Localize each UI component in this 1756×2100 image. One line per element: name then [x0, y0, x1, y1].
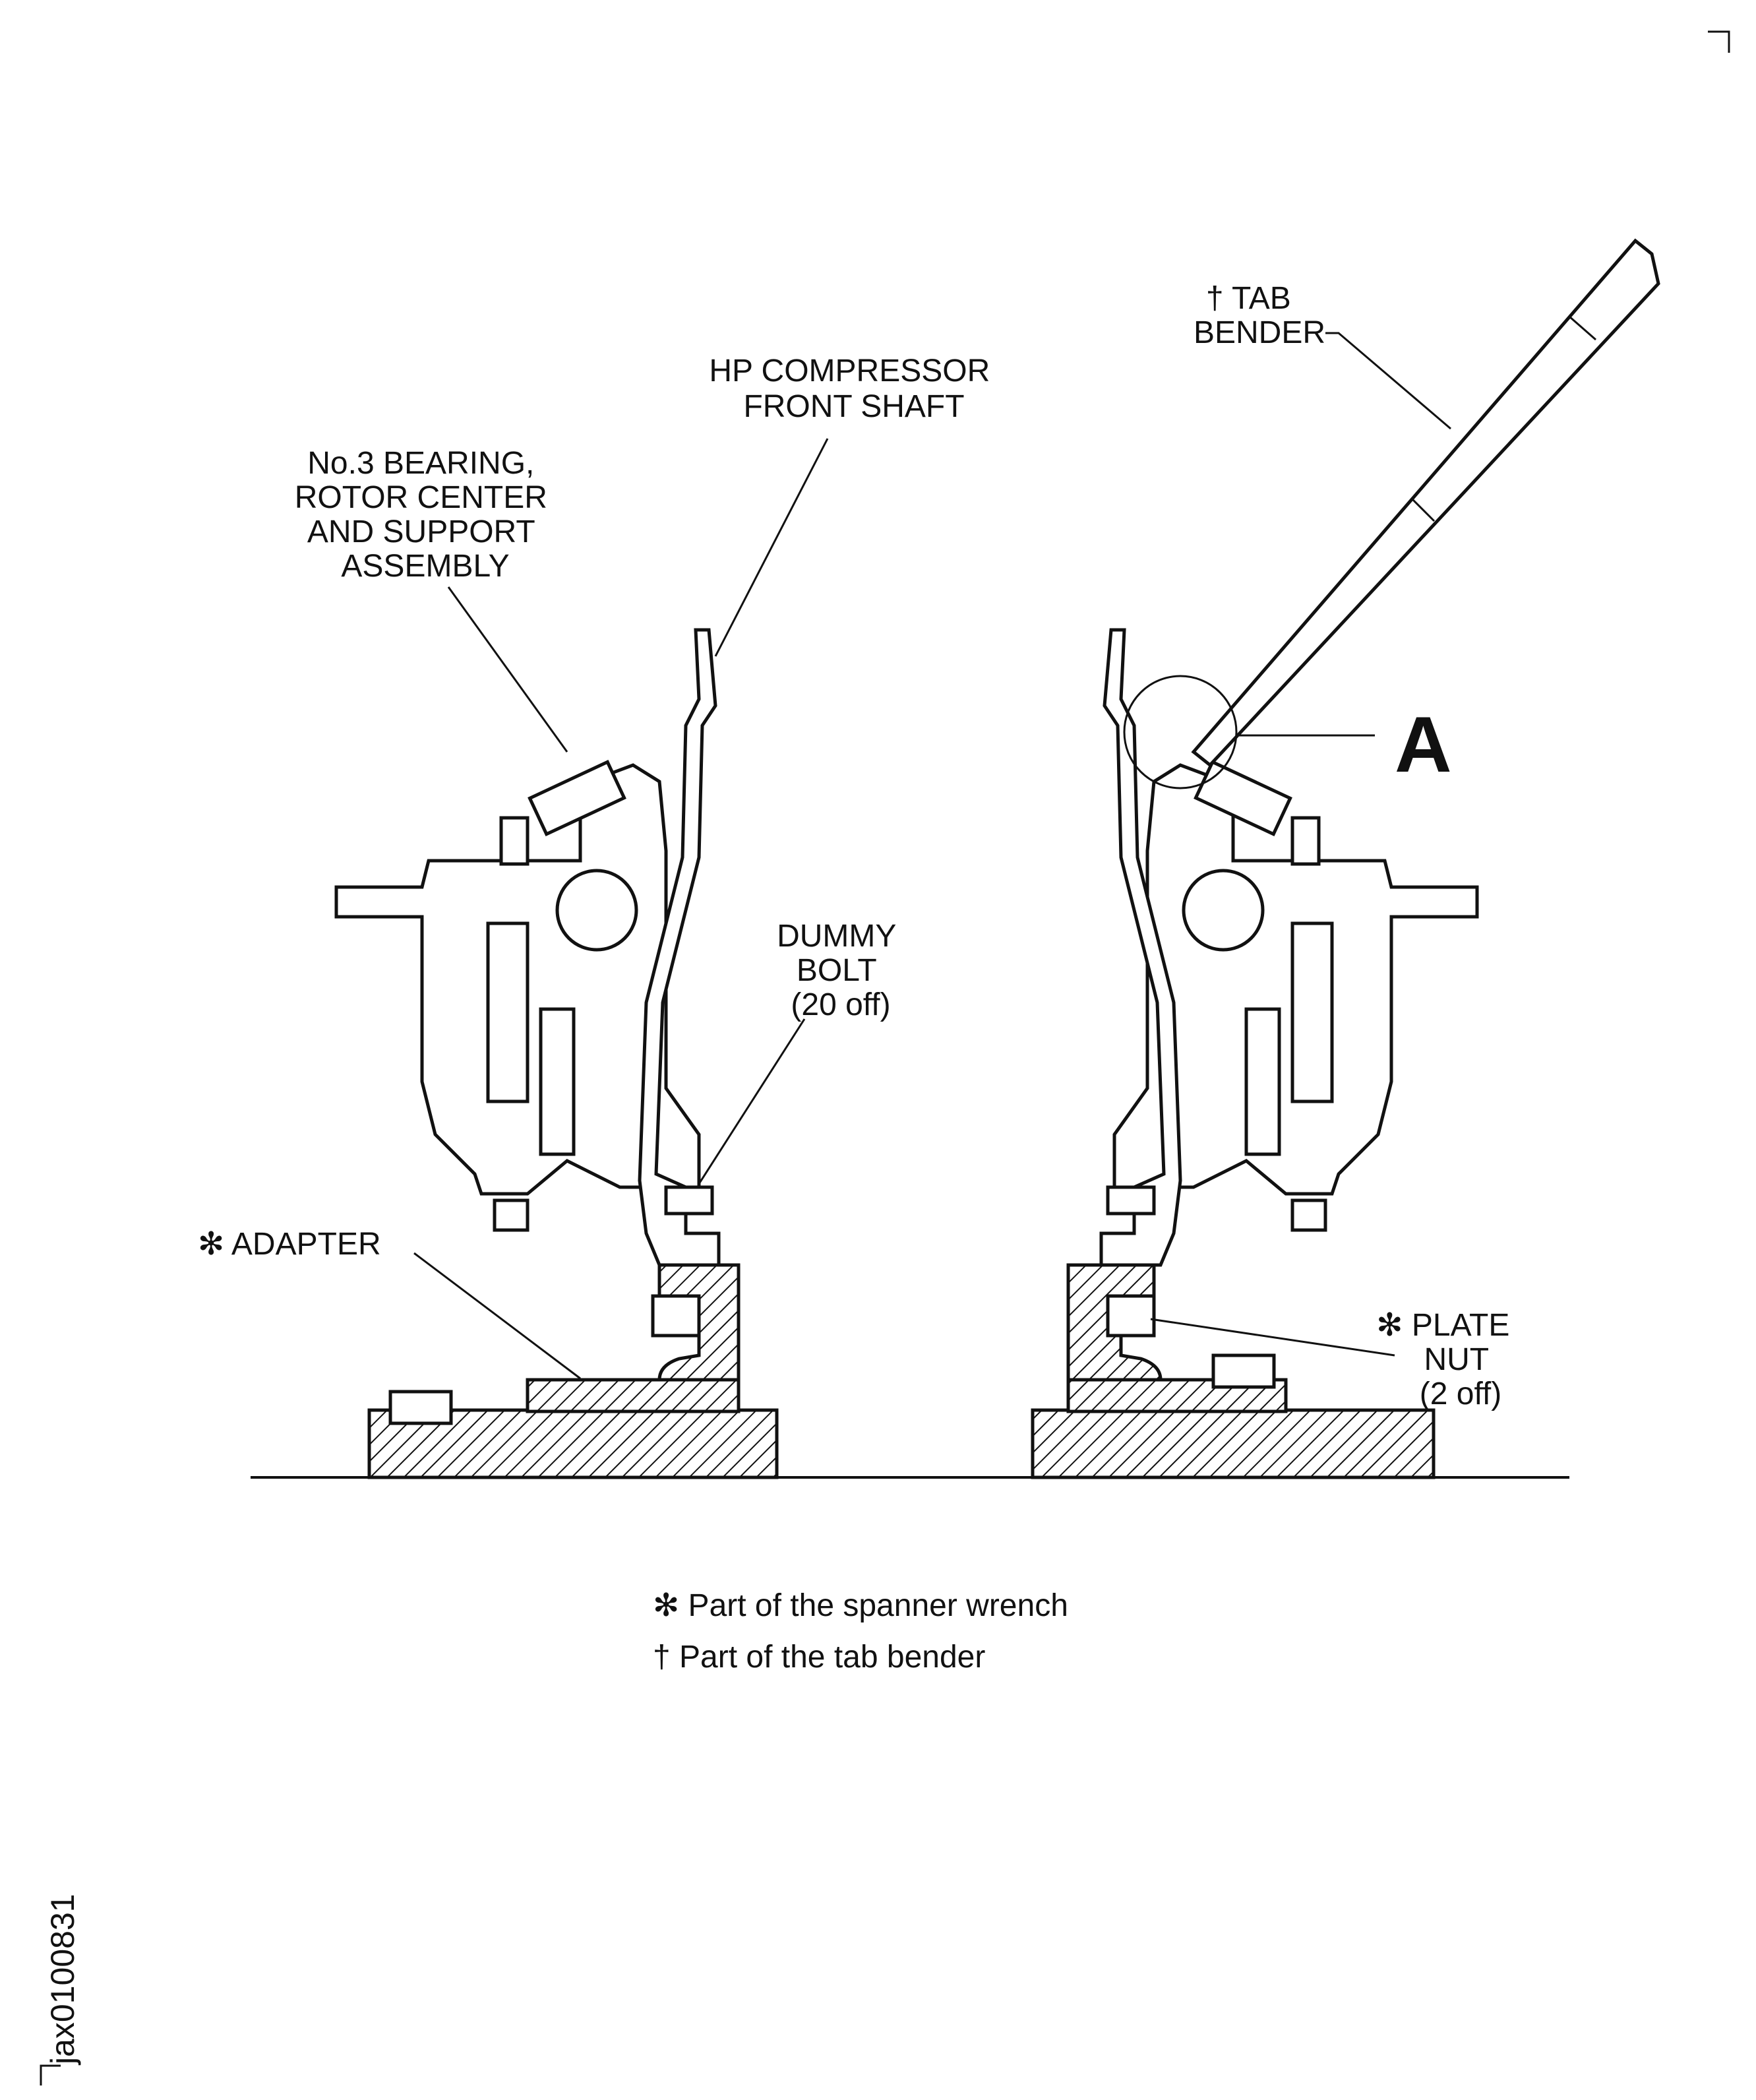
- label-dummy-bolt: DUMMY BOLT (20 off): [777, 919, 905, 1022]
- leader-hp-shaft: [714, 438, 829, 657]
- left-low-bolt: [493, 1198, 530, 1232]
- right-inner-web: [1290, 921, 1334, 1103]
- tab-bender-tool: [1191, 238, 1660, 768]
- label-adapter: ✻ ADAPTER: [198, 1227, 381, 1262]
- legend-tab-bender: † Part of the tab bender: [653, 1640, 985, 1675]
- leader-adapter: [413, 1252, 581, 1380]
- corner-mark-bottom-left: [40, 2064, 61, 2085]
- left-base-bolt: [388, 1390, 453, 1425]
- left-shaft: [638, 628, 721, 1267]
- left-bolt-column: [539, 1007, 576, 1156]
- leader-tab-bender: [1325, 332, 1451, 430]
- label-bearing: No.3 BEARING, ROTOR CENTER AND SUPPORT A…: [295, 446, 556, 584]
- right-base-bolt: [1211, 1353, 1276, 1389]
- right-base-plate: [1031, 1408, 1436, 1479]
- corner-mark-top-right: [1708, 30, 1730, 53]
- right-shaft: [1099, 628, 1182, 1267]
- left-bearing-ball: [555, 869, 638, 952]
- right-dummy-bolt: [1106, 1185, 1156, 1216]
- left-stud: [499, 816, 530, 866]
- leader-bearing: [447, 586, 568, 753]
- right-low-bolt: [1290, 1198, 1327, 1232]
- detail-a-circle: [1123, 675, 1238, 789]
- right-stud: [1290, 816, 1321, 866]
- leader-dummy-bolt: [698, 1018, 806, 1185]
- leader-plate-nut: [1150, 1318, 1395, 1357]
- left-plate-nut: [651, 1294, 701, 1338]
- left-assembly: [334, 628, 779, 1479]
- left-dummy-bolt: [664, 1185, 714, 1216]
- figure-id: jax0100831: [44, 1894, 81, 2066]
- label-tab-bender: † TAB BENDER: [1194, 281, 1325, 350]
- label-hp-shaft: HP COMPRESSOR FRONT SHAFT: [709, 354, 998, 424]
- left-base-block: [526, 1378, 741, 1413]
- right-tab: [1194, 760, 1292, 836]
- right-bolt-column: [1244, 1007, 1281, 1156]
- right-assembly: [1031, 628, 1479, 1479]
- left-tab: [528, 760, 626, 836]
- label-plate-nut: ✻ PLATE NUT (2 off): [1376, 1308, 1518, 1411]
- right-plate-nut: [1106, 1294, 1156, 1338]
- legend-spanner-wrench: ✻ Part of the spanner wrench: [653, 1588, 1068, 1623]
- left-inner-web: [486, 921, 530, 1103]
- right-bearing-ball: [1182, 869, 1265, 952]
- label-detail-a: A: [1395, 700, 1452, 789]
